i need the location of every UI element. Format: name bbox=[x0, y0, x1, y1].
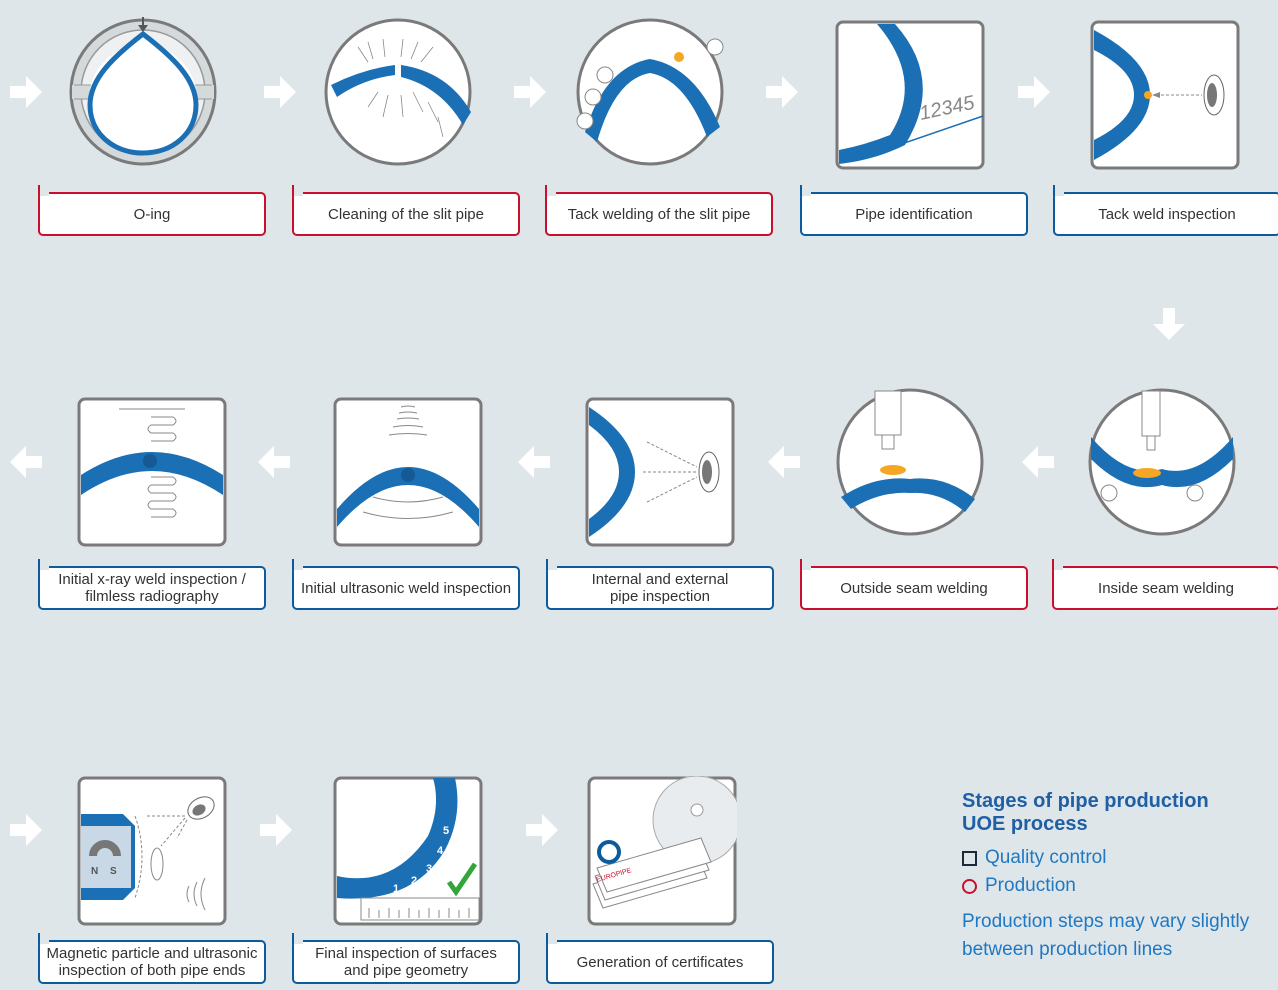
label-corner-notch bbox=[546, 933, 557, 944]
outside-welding-icon bbox=[835, 387, 985, 537]
label-corner-notch bbox=[292, 559, 303, 570]
step-label-pipe-identification: Pipe identification bbox=[800, 185, 1028, 236]
legend-production-label: Production bbox=[985, 875, 1076, 896]
gauge-digit-2: 2 bbox=[411, 875, 417, 887]
flow-arrow-left bbox=[1020, 444, 1056, 480]
gauge-digit-3: 3 bbox=[426, 863, 432, 875]
label-corner-notch bbox=[545, 185, 556, 196]
legend-quality-label: Quality control bbox=[985, 847, 1107, 868]
magnet-north: N bbox=[91, 866, 98, 877]
tack-welding-icon bbox=[575, 17, 725, 167]
gauge-digit-4: 4 bbox=[437, 845, 444, 857]
magnet-south: S bbox=[110, 866, 117, 877]
legend-note-line1: Production steps may vary slightly bbox=[962, 911, 1250, 932]
flow-arrow-down bbox=[1151, 306, 1187, 342]
step-label-outside-seam-welding: Outside seam welding bbox=[800, 559, 1028, 610]
legend-quality-item: Quality control bbox=[962, 844, 1262, 872]
gauge-digit-1: 1 bbox=[393, 883, 399, 895]
flow-arrow-left bbox=[766, 444, 802, 480]
label-corner-notch bbox=[800, 559, 811, 570]
legend: Stages of pipe production UOE process Qu… bbox=[962, 790, 1262, 964]
flow-arrow-right bbox=[524, 812, 560, 848]
step-label-o-ing: O-ing bbox=[38, 185, 266, 236]
certificate-icon: EUROPIPE bbox=[587, 776, 737, 926]
legend-note-line2: between production lines bbox=[962, 939, 1173, 960]
label-corner-notch bbox=[38, 559, 49, 570]
flow-arrow-right bbox=[764, 74, 800, 110]
label-corner-notch bbox=[1052, 559, 1063, 570]
inside-welding-icon bbox=[1087, 387, 1237, 537]
flow-arrow-right bbox=[1016, 74, 1052, 110]
step-label-magnetic-particle-inspection: Magnetic particle and ultrasonic inspect… bbox=[38, 933, 266, 984]
step-label-tack-welding: Tack welding of the slit pipe bbox=[545, 185, 773, 236]
gauge-digit-5: 5 bbox=[443, 825, 449, 837]
label-corner-notch bbox=[38, 185, 49, 196]
ultrasonic-icon bbox=[333, 397, 483, 547]
label-corner-notch bbox=[1053, 185, 1064, 196]
flow-arrow-left bbox=[516, 444, 552, 480]
circle-icon bbox=[962, 878, 977, 894]
flow-arrow-left bbox=[8, 444, 44, 480]
magnet-icon: N S bbox=[77, 776, 227, 926]
o-ing-press-icon bbox=[68, 17, 218, 167]
label-corner-notch bbox=[292, 933, 303, 944]
flow-arrow-right bbox=[258, 812, 294, 848]
flow-arrow-left bbox=[256, 444, 292, 480]
legend-production-item: Production bbox=[962, 872, 1262, 900]
xray-icon bbox=[77, 397, 227, 547]
eye-inspection-icon bbox=[585, 397, 735, 547]
label-corner-notch bbox=[546, 559, 557, 570]
step-label-certificates: Generation of certificates bbox=[546, 933, 774, 984]
label-corner-notch bbox=[292, 185, 303, 196]
gauge-icon: 1 2 3 4 5 bbox=[333, 776, 483, 926]
flow-arrow-right bbox=[8, 74, 44, 110]
step-label-cleaning: Cleaning of the slit pipe bbox=[292, 185, 520, 236]
step-label-internal-external-inspection: Internal and external pipe inspection bbox=[546, 559, 774, 610]
flow-arrow-right bbox=[512, 74, 548, 110]
step-label-xray-inspection: Initial x-ray weld inspection / filmless… bbox=[38, 559, 266, 610]
cleaning-icon bbox=[323, 17, 473, 167]
label-corner-notch bbox=[800, 185, 811, 196]
step-label-inside-seam-welding: Inside seam welding bbox=[1052, 559, 1278, 610]
flow-arrow-right bbox=[8, 812, 44, 848]
flow-arrow-right bbox=[262, 74, 298, 110]
step-label-ultrasonic-inspection: Initial ultrasonic weld inspection bbox=[292, 559, 520, 610]
square-icon bbox=[962, 850, 977, 866]
eye-inspection-icon bbox=[1090, 20, 1240, 170]
legend-title-line2: UOE process bbox=[962, 813, 1088, 835]
step-label-final-inspection: Final inspection of surfaces and pipe ge… bbox=[292, 933, 520, 984]
step-label-tack-weld-inspection: Tack weld inspection bbox=[1053, 185, 1278, 236]
pipe-number-icon: 12345 bbox=[835, 20, 985, 170]
legend-title-line1: Stages of pipe production bbox=[962, 790, 1209, 812]
label-corner-notch bbox=[38, 933, 49, 944]
legend-note: Production steps may vary slightly betwee… bbox=[962, 908, 1262, 964]
